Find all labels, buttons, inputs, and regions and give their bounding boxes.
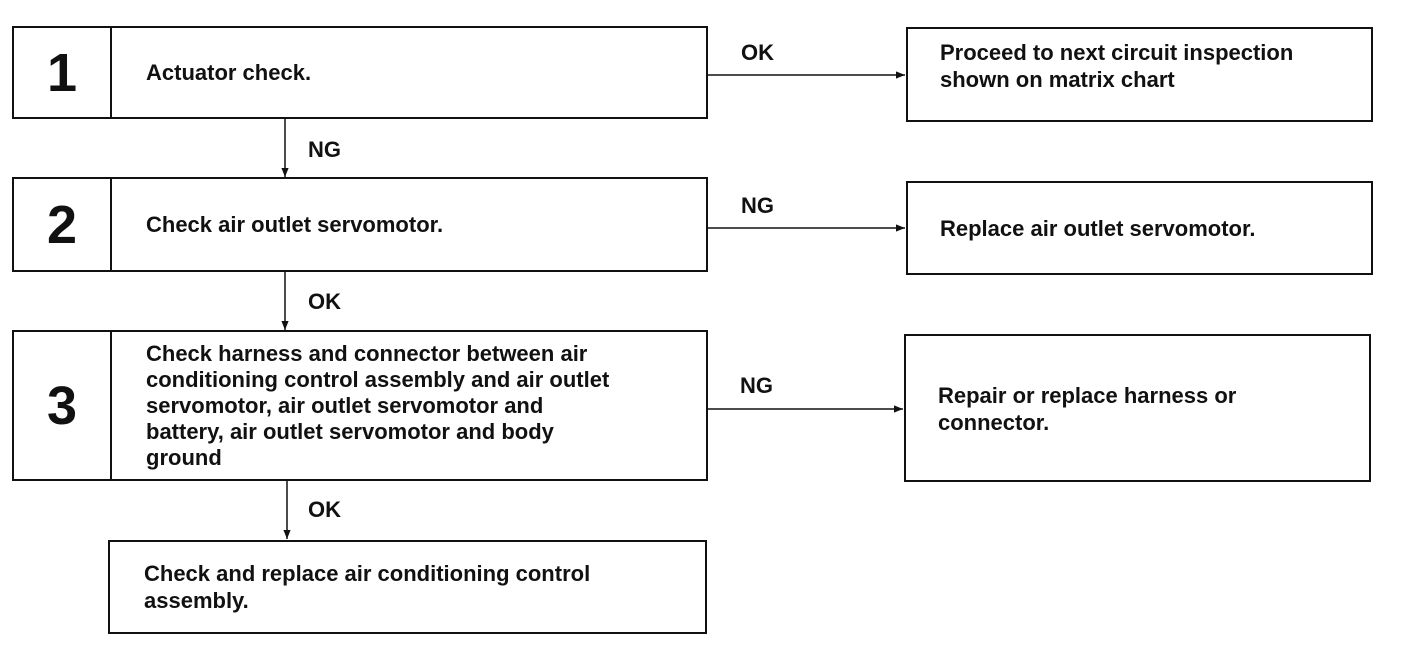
result-3-box: Repair or replace harness or connector. xyxy=(904,334,1371,482)
step-2-text: Check air outlet servomotor. xyxy=(146,211,444,237)
step-2-box: 2 Check air outlet servomotor. xyxy=(12,177,708,272)
step-1-number: 1 xyxy=(14,28,112,117)
label-step2-ng: NG xyxy=(741,193,774,218)
label-step1-ng: NG xyxy=(308,137,341,162)
step-3-text: Check harness and connector between air … xyxy=(146,340,610,470)
step-3-box: 3 Check harness and connector between ai… xyxy=(12,330,708,481)
label-step2-ok: OK xyxy=(308,289,341,314)
step-1-box: 1 Actuator check. xyxy=(12,26,708,119)
label-step3-ng: NG xyxy=(740,373,773,398)
label-step3-ok: OK xyxy=(308,497,341,522)
label-step1-ok: OK xyxy=(741,40,774,65)
final-box: Check and replace air conditioning contr… xyxy=(108,540,707,634)
step-1-text: Actuator check. xyxy=(146,59,312,85)
step-2-number: 2 xyxy=(14,179,112,270)
result-2-box: Replace air outlet servomotor. xyxy=(906,181,1373,275)
result-1-box: Proceed to next circuit inspection shown… xyxy=(906,27,1373,122)
step-3-number: 3 xyxy=(14,332,112,479)
